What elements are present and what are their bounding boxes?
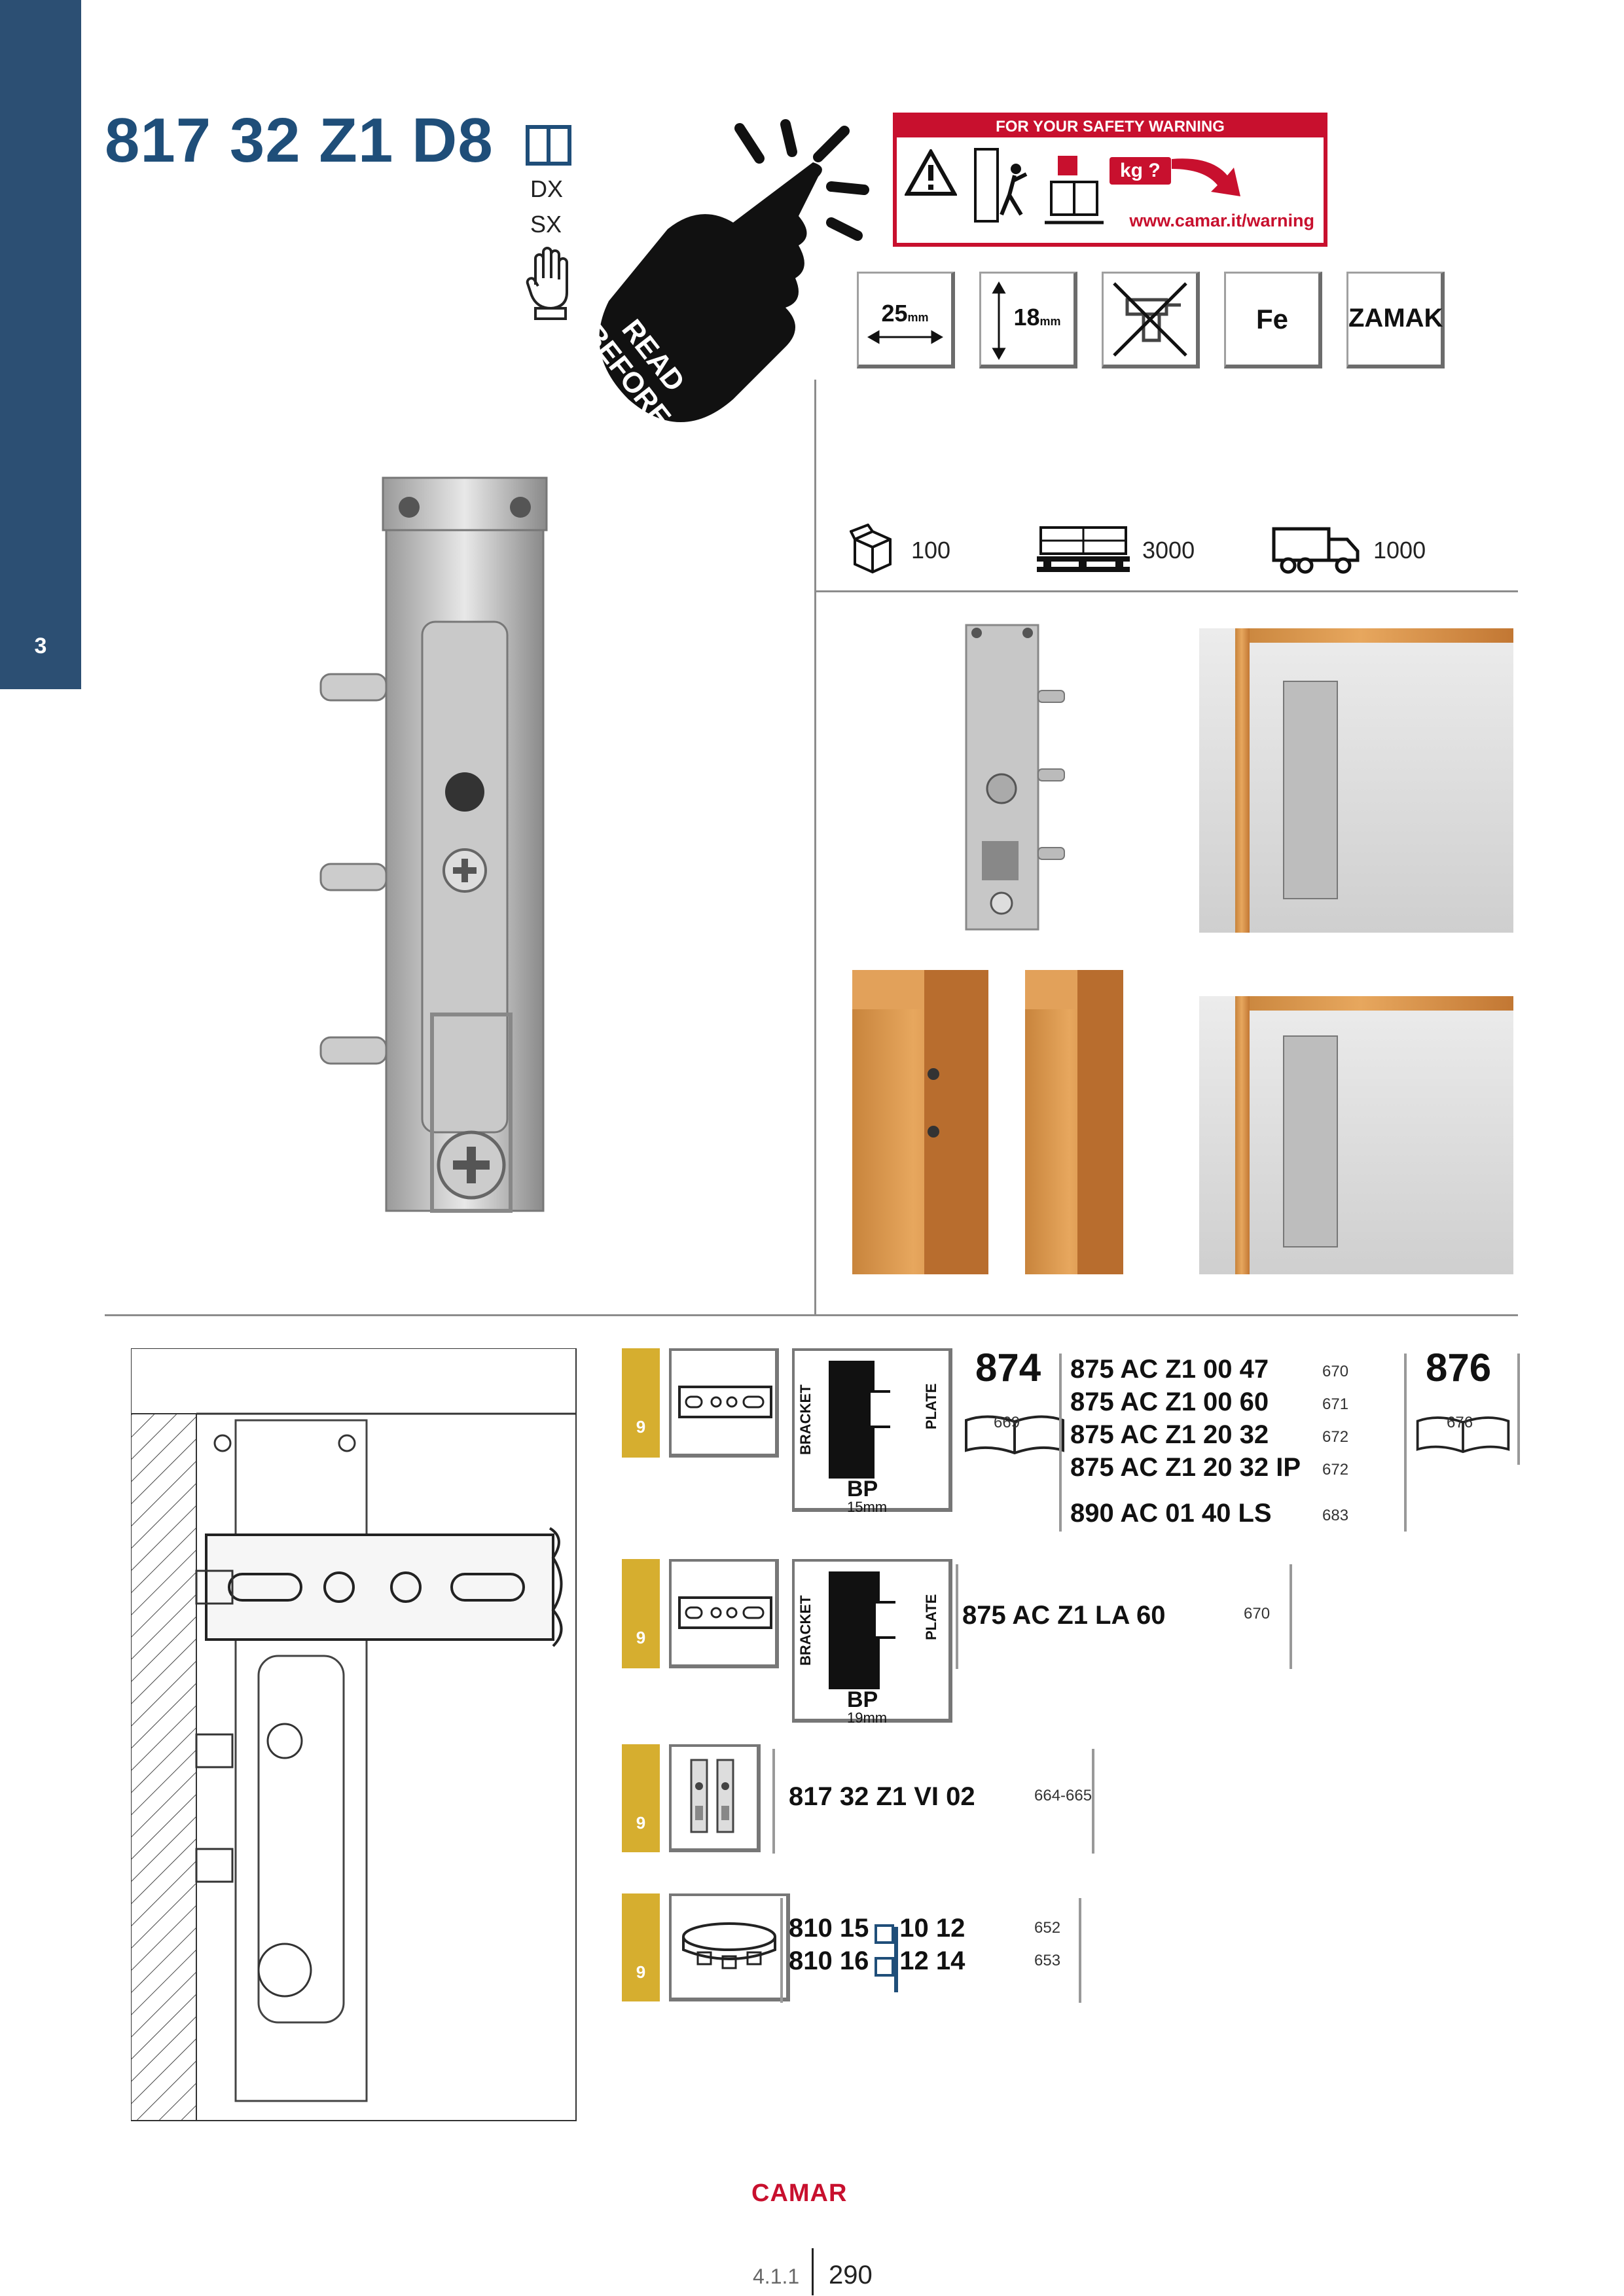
bp-label: BP [847, 1477, 878, 1501]
spec-no-drill [1102, 272, 1200, 368]
warning-triangle-icon [905, 149, 957, 196]
bracket-label: BRACKET [797, 1595, 814, 1666]
rail-icon-box [669, 1559, 779, 1668]
load-cabinet-icon [1045, 156, 1104, 224]
accessory-page: 664-665 [1034, 1787, 1092, 1804]
separator [772, 1749, 775, 1854]
truck-quantity: 1000 [1373, 537, 1426, 564]
separator [1517, 1354, 1520, 1465]
pallet-icon [1037, 526, 1130, 572]
accessory-tab: 9 [622, 1348, 660, 1458]
section-sidebar [0, 0, 81, 689]
packaging-divider [814, 590, 1518, 592]
bracket-shape [829, 1361, 875, 1479]
separator [780, 1898, 783, 2003]
separator [1290, 1564, 1292, 1669]
installed-bottom-photo [1199, 996, 1513, 1274]
no-drill-icon [1112, 282, 1187, 357]
plate-label: PLATE [923, 1594, 939, 1641]
ref-left-number: 874 [975, 1346, 1041, 1390]
accessory-page: 670 [1244, 1605, 1271, 1623]
drilling-template-icon [690, 1759, 734, 1833]
panel-holes-photo [852, 970, 988, 1274]
separator [1059, 1354, 1062, 1532]
side-left-label: SX [530, 211, 562, 238]
separator [1092, 1749, 1094, 1854]
vertical-divider [814, 380, 816, 1316]
cap-code-row: 810 15 10 12 [789, 1914, 965, 1960]
page-title: 817 32 Z1 D8 [105, 105, 572, 177]
catalog-book-icon [965, 1415, 1064, 1455]
section-number: 3 [34, 634, 47, 658]
separator [1404, 1354, 1407, 1532]
panel-plain-photo [1025, 970, 1123, 1274]
spec-material-zamak: ZAMAK [1346, 272, 1445, 368]
bp-size: 19mm [847, 1710, 888, 1726]
ref-right-page: 676 [1447, 1414, 1473, 1431]
safety-warning-heading: FOR YOUR SAFETY WARNING [897, 117, 1324, 137]
rail-icon [678, 1386, 772, 1418]
read-before-using-icon [599, 119, 869, 422]
width-arrow-icon [867, 330, 943, 344]
accessory-tab: 9 [622, 1893, 660, 2001]
bracket-label: BRACKET [797, 1384, 814, 1455]
bracket-front-photo [965, 624, 1065, 931]
section-divider [105, 1314, 1518, 1316]
footer-section: 4.1.1 [753, 2265, 800, 2288]
safety-warning-link[interactable]: www.camar.it/warning [1129, 211, 1314, 230]
installed-top-photo [1199, 628, 1513, 933]
arrow-icon [1172, 158, 1240, 196]
page-number: 290 [829, 2261, 873, 2289]
bp-label: BP [847, 1687, 878, 1712]
pair-symbol-icon [526, 124, 572, 166]
spec-thickness: 18mm [979, 272, 1077, 368]
book-icon-page: 670 [1322, 1363, 1349, 1380]
profile-box-19: BRACKET PLATE BP 19mm [792, 1559, 952, 1726]
pair-symbol-icon [874, 1924, 898, 1960]
box-icon [850, 524, 892, 574]
product-code: 817 32 Z1 D8 [105, 105, 494, 175]
pair-symbol-icon [874, 1956, 898, 1992]
cover-cap-icon [682, 1922, 776, 1969]
rail-icon [678, 1596, 772, 1629]
template-icon-box [669, 1744, 761, 1852]
thickness-arrow-icon [992, 281, 1006, 361]
safety-warning-panel: FOR YOUR SAFETY WARNING kg ? www.camar.i… [893, 113, 1327, 247]
cap-code-row: 810 16 12 14 [789, 1946, 965, 1992]
bp-size: 15mm [847, 1499, 888, 1515]
pallet-quantity: 3000 [1142, 537, 1195, 564]
ref-left-page: 669 [994, 1414, 1020, 1431]
cover-cap-icon-box [669, 1893, 790, 2001]
separator [1079, 1898, 1081, 2003]
glove-icon [526, 247, 568, 320]
separator [956, 1564, 958, 1669]
accessory-tab: 9 [622, 1744, 660, 1852]
accessory-tab: 9 [622, 1559, 660, 1668]
accessory-code: 875 AC Z1 LA 60 [962, 1601, 1166, 1630]
brand-logo: CAMAR [751, 2179, 848, 2207]
catalog-book-icon [1416, 1416, 1510, 1454]
accessory-code: 817 32 Z1 VI 02 [789, 1782, 975, 1811]
side-right-label: DX [530, 175, 564, 202]
truck-icon [1272, 527, 1360, 574]
plate-label: PLATE [923, 1383, 939, 1430]
weight-question-badge: kg ? [1110, 157, 1171, 185]
rail-icon-box [669, 1348, 779, 1458]
accessory-page: 653 [1034, 1952, 1061, 1969]
spec-material-fe: Fe [1224, 272, 1322, 368]
technical-drawing [131, 1348, 577, 2121]
bracket-shape [829, 1571, 880, 1689]
accessory-page: 652 [1034, 1919, 1061, 1937]
box-quantity: 100 [911, 537, 951, 564]
falling-furniture-icon [974, 148, 1028, 223]
profile-box-15: BRACKET PLATE BP 15mm [792, 1348, 952, 1515]
spec-width: 25mm [857, 272, 955, 368]
product-photo [319, 476, 548, 1213]
footer-divider [812, 2248, 814, 2295]
ref-right-number: 876 [1426, 1346, 1492, 1390]
